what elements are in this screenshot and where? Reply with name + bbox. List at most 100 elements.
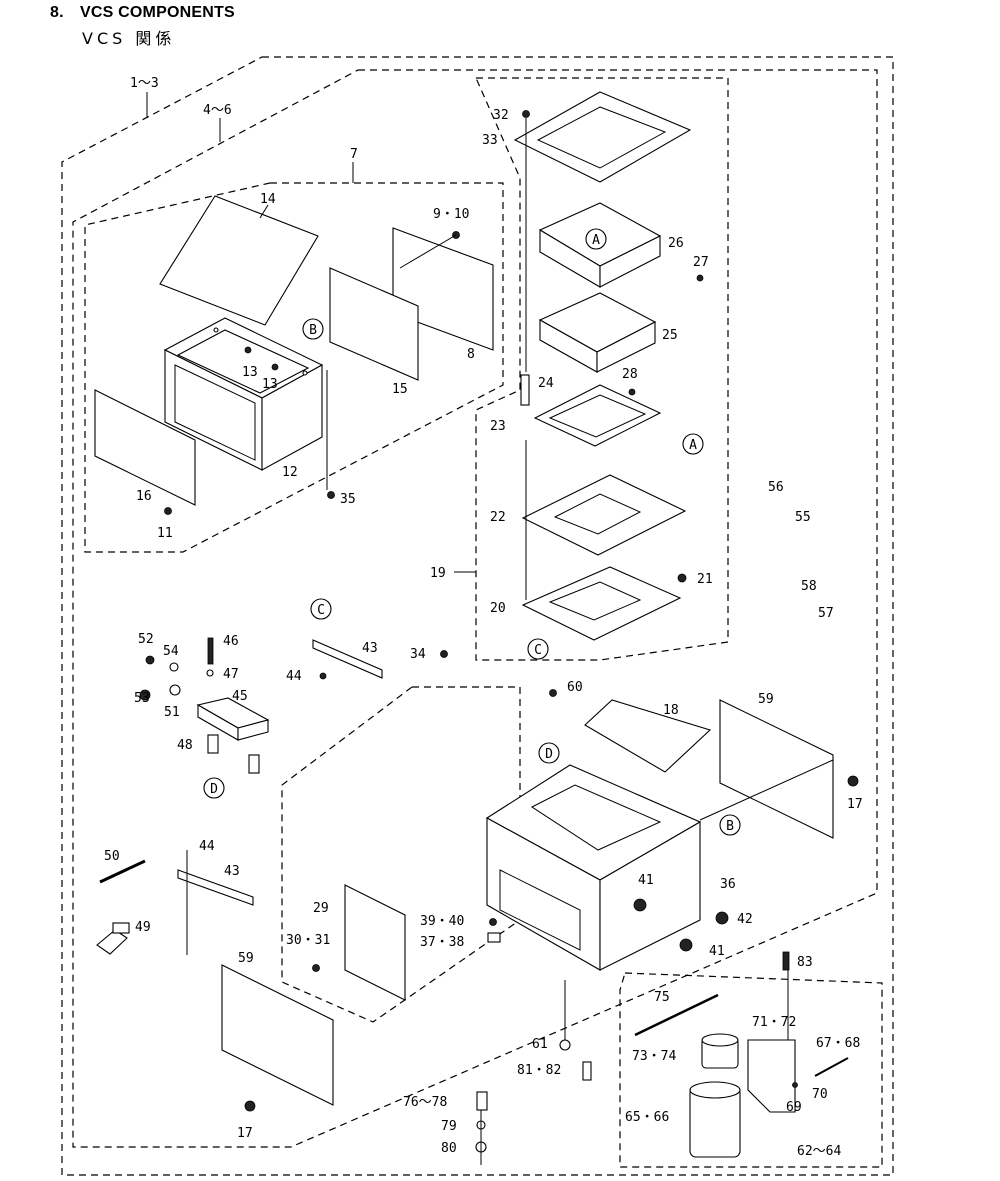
- callout-label: 61: [532, 1037, 548, 1052]
- callout-label: 50: [104, 849, 120, 864]
- callout-label: 44: [199, 839, 215, 854]
- part-43-upper: [312, 639, 383, 679]
- callout-label: 51: [164, 705, 180, 720]
- callout-label: 23: [490, 419, 506, 434]
- reference-markers: A A B B C C D D: [203, 228, 741, 836]
- callout-label: 32: [493, 108, 509, 123]
- callout-label: 7: [350, 147, 358, 162]
- callout-label: 42: [737, 912, 753, 927]
- part-59-lower-panel: [221, 964, 334, 1106]
- callout-label: 76～78: [403, 1095, 447, 1110]
- callout-label: 36: [720, 877, 736, 892]
- boundary-4-6: [72, 69, 878, 1148]
- callout-label: 14: [260, 192, 276, 207]
- page-subtitle: VCS 関係: [82, 29, 176, 48]
- callout-label: 33: [482, 133, 498, 148]
- callout-label: 19: [430, 566, 446, 581]
- callout-label: 48: [177, 738, 193, 753]
- part-14-plate: [159, 195, 319, 326]
- part-16-plate: [94, 389, 196, 506]
- reference-c-plate: C: [534, 643, 542, 658]
- callout-label: 59: [238, 951, 254, 966]
- callout-label: 41: [709, 944, 725, 959]
- callout-label: 26: [668, 236, 684, 251]
- callout-label: 13: [242, 365, 258, 380]
- boundary-29: [281, 686, 521, 1023]
- callout-label: 79: [441, 1119, 457, 1134]
- callout-label: 1～3: [130, 76, 159, 91]
- callout-label: 73・74: [632, 1049, 676, 1064]
- part-43-lower: [177, 869, 254, 906]
- part-12-frame: [163, 317, 324, 471]
- callout-label: 24: [538, 376, 554, 391]
- callout-label: 11: [157, 526, 173, 541]
- reference-a-mount: A: [689, 438, 697, 453]
- callout-label: 43: [362, 641, 378, 656]
- boundary-1-3: [61, 56, 894, 1176]
- group-leaders: [146, 92, 476, 573]
- box-assembly-7: [94, 195, 494, 515]
- part-15-sheet: [329, 267, 419, 381]
- callout-label: 59: [758, 692, 774, 707]
- reference-a-top: A: [592, 233, 600, 248]
- callout-label: 34: [410, 647, 426, 662]
- stack-assembly-19: [440, 91, 704, 658]
- callout-label: 56: [768, 480, 784, 495]
- callout-label: 9・10: [433, 207, 469, 222]
- callout-labels: 1～3 4～6 7 14 9・10 8 15 13 13 12 16 11 35…: [104, 76, 863, 1159]
- callout-label: 55: [795, 510, 811, 525]
- callout-label: 69: [786, 1100, 802, 1115]
- part-20-plate: [521, 566, 682, 641]
- callout-label: 4～6: [203, 103, 232, 118]
- callout-label: 75: [654, 990, 670, 1005]
- callout-label: 81・82: [517, 1063, 561, 1078]
- callout-label: 80: [441, 1141, 457, 1156]
- callout-label: 54: [163, 644, 179, 659]
- part-23-mount: [533, 384, 662, 447]
- assembly-boundaries: [61, 56, 894, 1176]
- reference-d-housing: D: [545, 747, 553, 762]
- callout-label: 37・38: [420, 935, 464, 950]
- section-title: VCS COMPONENTS: [80, 4, 235, 21]
- callout-label: 49: [135, 920, 151, 935]
- callout-label: 62～64: [797, 1144, 841, 1159]
- reference-c-bracket: C: [317, 603, 325, 618]
- part-49-fitting: [96, 929, 128, 955]
- callout-label: 57: [818, 606, 834, 621]
- callout-label: 12: [282, 465, 298, 480]
- callout-label: 70: [812, 1087, 828, 1102]
- callout-label: 25: [662, 328, 678, 343]
- left-small-parts: [96, 637, 383, 955]
- bottle-assembly-62-64: [634, 951, 849, 1158]
- callout-label: 29: [313, 901, 329, 916]
- reference-b-housing: B: [726, 819, 734, 834]
- callout-label: 67・68: [816, 1036, 860, 1051]
- page-title: 8.VCS COMPONENTS: [50, 4, 235, 22]
- callout-label: 15: [392, 382, 408, 397]
- callout-label: 60: [567, 680, 583, 695]
- callout-label: 53: [134, 691, 150, 706]
- reference-b-box: B: [309, 323, 317, 338]
- callout-label: 22: [490, 510, 506, 525]
- callout-label: 16: [136, 489, 152, 504]
- part-59-right-panel: [719, 699, 834, 839]
- callout-label: 58: [801, 579, 817, 594]
- callout-label: 20: [490, 601, 506, 616]
- callout-label: 44: [286, 669, 302, 684]
- callout-label: 28: [622, 367, 638, 382]
- callout-label: 46: [223, 634, 239, 649]
- callout-label: 39・40: [420, 914, 464, 929]
- callout-label: 30・31: [286, 933, 330, 948]
- callout-label: 45: [232, 689, 248, 704]
- callout-label: 71・72: [752, 1015, 796, 1030]
- lower-parts: [475, 980, 592, 1165]
- callout-label: 43: [224, 864, 240, 879]
- callout-label: 52: [138, 632, 154, 647]
- boundary-19: [475, 77, 729, 661]
- callout-label: 17: [847, 797, 863, 812]
- callout-label: 65・66: [625, 1110, 669, 1125]
- callout-label: 17: [237, 1126, 253, 1141]
- callout-label: 35: [340, 492, 356, 507]
- callout-label: 47: [223, 667, 239, 682]
